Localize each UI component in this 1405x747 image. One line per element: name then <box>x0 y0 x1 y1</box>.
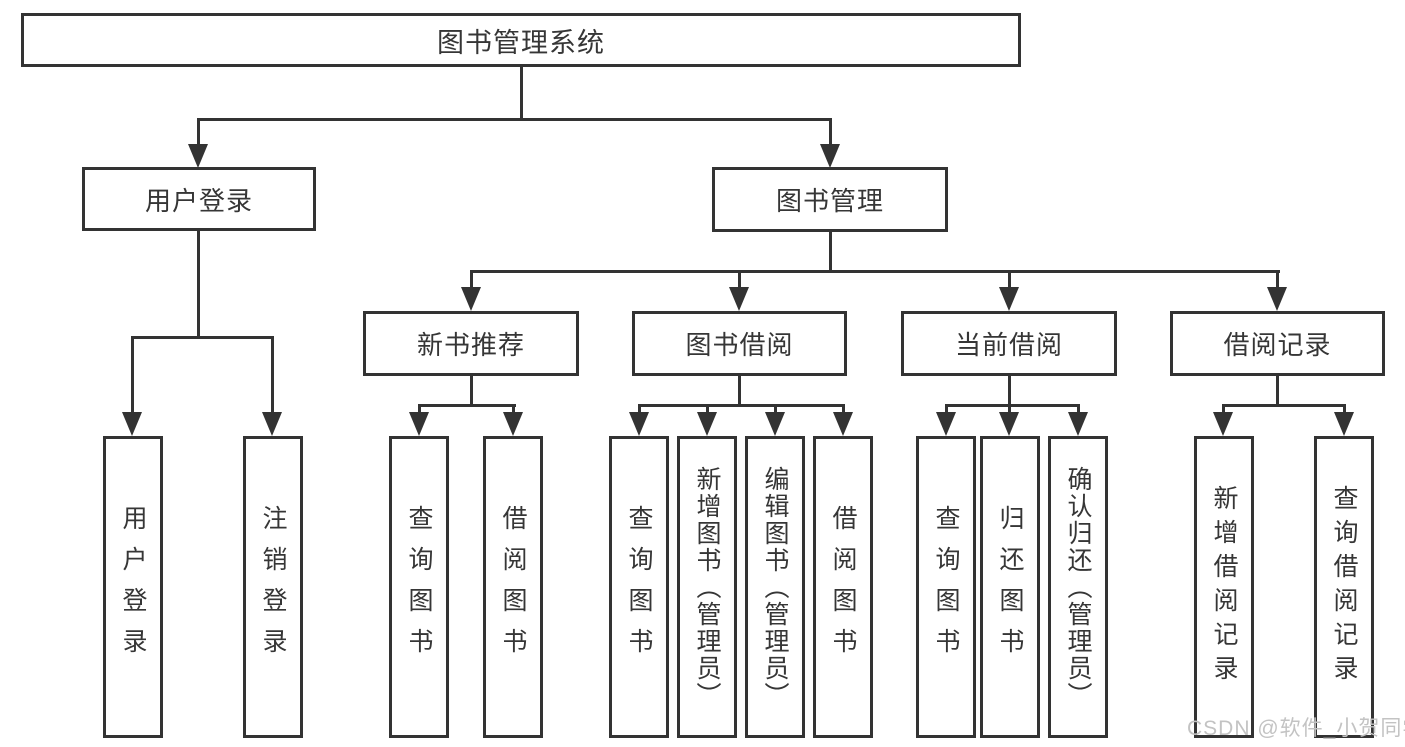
node-borrow-records-label: 借阅记录 <box>1223 330 1332 360</box>
connector-arrowhead <box>820 144 840 168</box>
connector-vline <box>512 404 515 414</box>
connector-arrowhead <box>1334 412 1354 436</box>
leaf-logout: 注销登录 <box>243 436 303 738</box>
leaf-return-books-label: 归还图书 <box>996 505 1024 669</box>
connector-vline <box>197 118 200 147</box>
connector-arrowhead <box>188 144 208 168</box>
connector-vline <box>638 404 641 414</box>
leaf-logout-label: 注销登录 <box>259 505 287 669</box>
connector-vline <box>470 376 473 404</box>
leaf-query-books-current: 查询图书 <box>916 436 976 738</box>
connector-vline <box>1343 404 1346 414</box>
connector-arrowhead <box>697 412 717 436</box>
leaf-borrow-books-borrowing-label: 借阅图书 <box>829 505 857 669</box>
connector-hline <box>197 118 832 121</box>
connector-arrowhead <box>1267 287 1287 311</box>
leaf-query-books-recommend: 查询图书 <box>389 436 449 738</box>
connector-vline <box>829 232 832 270</box>
leaf-query-books-borrowing-label: 查询图书 <box>625 505 653 669</box>
connector-vline <box>1276 376 1279 404</box>
connector-hline <box>1222 404 1346 407</box>
node-borrow-records: 借阅记录 <box>1170 311 1385 376</box>
leaf-edit-books-admin-label: 编辑图书（管理员） <box>761 465 789 709</box>
connector-vline <box>1222 404 1225 414</box>
leaf-query-books-borrowing: 查询图书 <box>609 436 669 738</box>
leaf-query-books-current-label: 查询图书 <box>932 505 960 669</box>
connector-arrowhead <box>262 412 282 436</box>
node-book-management: 图书管理 <box>712 167 948 232</box>
node-book-management-label: 图书管理 <box>775 186 884 216</box>
leaf-user-login: 用户登录 <box>103 436 163 738</box>
connector-arrowhead <box>629 412 649 436</box>
connector-arrowhead <box>999 287 1019 311</box>
connector-arrowhead <box>409 412 429 436</box>
leaf-add-borrow-record: 新增借阅记录 <box>1194 436 1254 738</box>
leaf-borrow-books-borrowing: 借阅图书 <box>813 436 873 738</box>
connector-vline <box>271 336 274 414</box>
connector-vline <box>1077 404 1080 414</box>
connector-vline <box>197 231 200 336</box>
node-book-borrowing-label: 图书借阅 <box>685 330 794 360</box>
connector-arrowhead <box>999 412 1019 436</box>
connector-arrowhead <box>1068 412 1088 436</box>
connector-arrowhead <box>1213 412 1233 436</box>
connector-vline <box>706 404 709 414</box>
connector-vline <box>842 404 845 414</box>
connector-vline <box>520 67 523 118</box>
connector-vline <box>1008 270 1011 288</box>
node-current-borrowing: 当前借阅 <box>901 311 1117 376</box>
connector-vline <box>1008 376 1011 404</box>
node-current-borrowing-label: 当前借阅 <box>954 330 1063 360</box>
node-book-borrowing: 图书借阅 <box>632 311 847 376</box>
leaf-confirm-return-admin-label: 确认归还（管理员） <box>1064 465 1092 709</box>
leaf-query-borrow-record-label: 查询借阅记录 <box>1330 485 1358 689</box>
connector-arrowhead <box>936 412 956 436</box>
leaf-return-books: 归还图书 <box>980 436 1040 738</box>
leaf-add-books-admin-label: 新增图书（管理员） <box>693 465 721 709</box>
connector-vline <box>829 118 832 147</box>
leaf-user-login-label: 用户登录 <box>119 505 147 669</box>
leaf-borrow-books-recommend-label: 借阅图书 <box>499 505 527 669</box>
leaf-add-borrow-record-label: 新增借阅记录 <box>1210 485 1238 689</box>
connector-vline <box>1276 270 1279 288</box>
watermark: CSDN @软件_小贺同学 <box>1187 717 1405 740</box>
leaf-add-books-admin: 新增图书（管理员） <box>677 436 737 738</box>
node-user-login-label: 用户登录 <box>144 185 253 216</box>
connector-arrowhead <box>729 287 749 311</box>
connector-arrowhead <box>833 412 853 436</box>
node-new-book-recommend-label: 新书推荐 <box>416 330 525 360</box>
connector-arrowhead <box>461 287 481 311</box>
connector-vline <box>738 376 741 404</box>
connector-vline <box>470 270 473 288</box>
connector-hline <box>470 270 1280 273</box>
connector-hline <box>131 336 274 339</box>
node-root-label: 图书管理系统 <box>437 27 605 58</box>
connector-hline <box>638 404 845 407</box>
connector-hline <box>945 404 1080 407</box>
node-new-book-recommend: 新书推荐 <box>363 311 579 376</box>
connector-vline <box>774 404 777 414</box>
connector-vline <box>131 336 134 414</box>
leaf-query-books-recommend-label: 查询图书 <box>405 505 433 669</box>
connector-arrowhead <box>765 412 785 436</box>
connector-vline <box>1008 404 1011 414</box>
connector-hline <box>418 404 516 407</box>
connector-vline <box>418 404 421 414</box>
connector-vline <box>738 270 741 288</box>
leaf-confirm-return-admin: 确认归还（管理员） <box>1048 436 1108 738</box>
connector-vline <box>945 404 948 414</box>
connector-arrowhead <box>122 412 142 436</box>
connector-arrowhead <box>503 412 523 436</box>
leaf-query-borrow-record: 查询借阅记录 <box>1314 436 1374 738</box>
leaf-edit-books-admin: 编辑图书（管理员） <box>745 436 805 738</box>
node-root: 图书管理系统 <box>21 13 1021 67</box>
leaf-borrow-books-recommend: 借阅图书 <box>483 436 543 738</box>
node-user-login: 用户登录 <box>82 167 316 231</box>
